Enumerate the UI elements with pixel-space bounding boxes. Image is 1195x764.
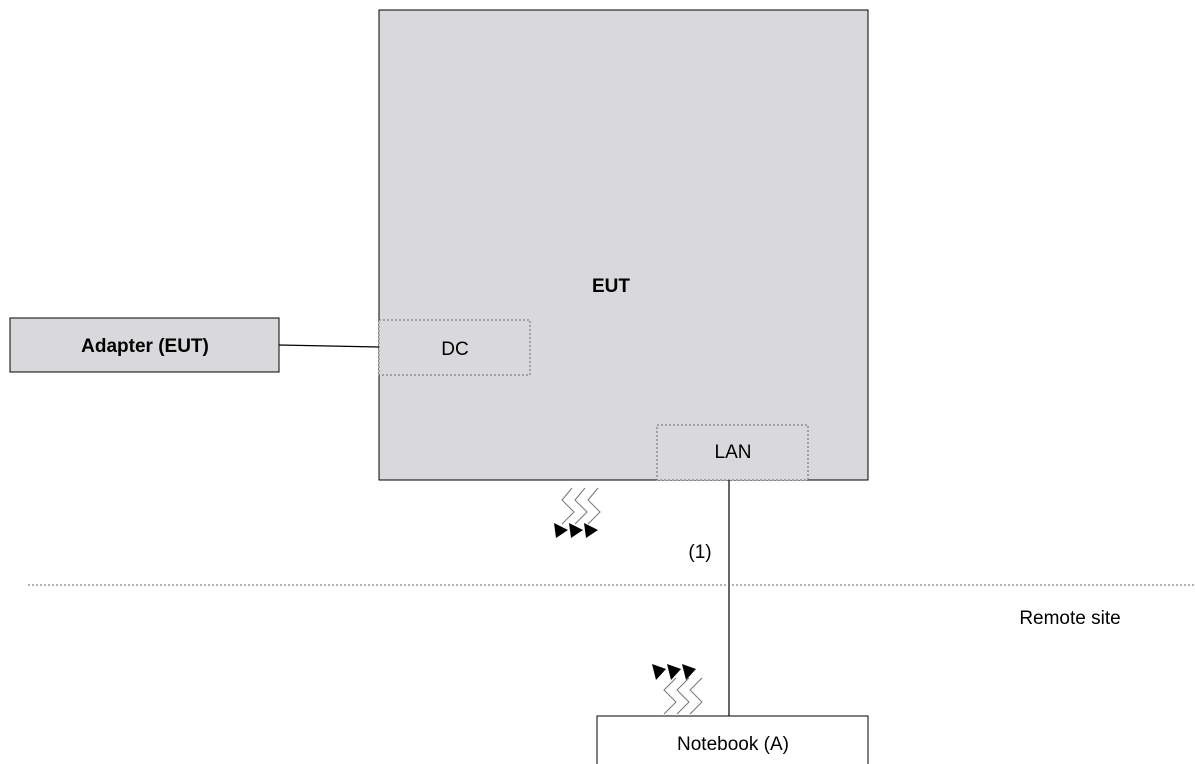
wireless-signal-icon <box>652 664 703 715</box>
adapter-box: Adapter (EUT) <box>9 317 280 373</box>
lan-port-label: LAN <box>715 442 752 463</box>
notebook-label: Notebook (A) <box>677 734 789 755</box>
adapter-dc-cable <box>278 344 380 348</box>
wireless-signal-icon <box>554 487 601 538</box>
lan-port: LAN <box>656 424 809 481</box>
dc-port: DC <box>378 319 531 376</box>
eut-box: EUT <box>378 9 869 481</box>
notebook-box: Notebook (A) <box>596 715 869 764</box>
eut-label: EUT <box>592 276 630 297</box>
adapter-label: Adapter (EUT) <box>81 336 209 357</box>
cable-label: (1) <box>688 542 711 563</box>
dc-port-label: DC <box>441 339 468 360</box>
remote-site-label: Remote site <box>1019 608 1120 629</box>
